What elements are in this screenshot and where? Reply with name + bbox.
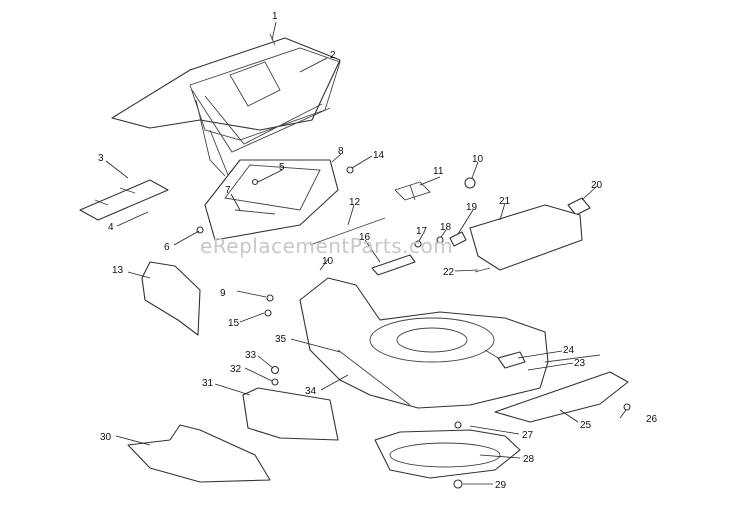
- callout-34: 34: [305, 386, 317, 397]
- clip-24: [497, 351, 526, 369]
- knob: [464, 177, 476, 189]
- callout-28: 28: [523, 454, 535, 465]
- watermark-text: eReplacementParts.com: [200, 234, 453, 258]
- grass-bag-frame: [111, 33, 341, 181]
- cover-panel: [469, 204, 583, 271]
- rear-flap: [127, 424, 271, 483]
- nut-27: [454, 421, 462, 429]
- callout-17: 17: [416, 226, 428, 237]
- callout-18: 18: [440, 222, 452, 233]
- clip-5: [251, 178, 259, 186]
- callout-33: 33: [245, 350, 257, 361]
- callout-2: 2: [330, 50, 336, 61]
- cap: [567, 197, 591, 216]
- callout-10-lower: 10: [322, 256, 334, 267]
- callout-1: 1: [272, 11, 278, 22]
- callout-6: 6: [164, 242, 170, 253]
- front-guard: [242, 387, 339, 441]
- callout-10-upper: 10: [472, 154, 484, 165]
- side-rail: [544, 354, 601, 363]
- callout-24: 24: [563, 345, 575, 356]
- pin-17: [414, 240, 422, 248]
- callout-27: 27: [522, 430, 534, 441]
- callout-9: 9: [220, 288, 226, 299]
- rear-door: [204, 159, 339, 241]
- washer-26: [623, 403, 631, 411]
- callout-25: 25: [580, 420, 592, 431]
- pin-22: [474, 267, 491, 273]
- callout-23: 23: [574, 358, 586, 369]
- callout-14: 14: [373, 150, 385, 161]
- callout-labels: 1 2 3 4 5 6 7 8 9 10 10 11 12 13 14 15 1…: [98, 11, 658, 491]
- spring: [394, 181, 431, 201]
- mower-deck: [299, 277, 549, 409]
- callout-7: 7: [225, 185, 231, 196]
- callout-22: 22: [443, 267, 455, 278]
- callout-8: 8: [338, 146, 344, 157]
- washer-14: [346, 166, 354, 174]
- callout-3: 3: [98, 153, 104, 164]
- blade-pan: [374, 429, 521, 479]
- side-skirt: [494, 371, 629, 423]
- callout-12: 12: [349, 197, 361, 208]
- callout-26: 26: [646, 414, 658, 425]
- callout-4: 4: [108, 222, 114, 233]
- callout-35: 35: [275, 334, 287, 345]
- callout-20: 20: [591, 180, 603, 191]
- bracket-part: [79, 179, 169, 221]
- bolt-29: [453, 479, 463, 489]
- callout-31: 31: [202, 378, 214, 389]
- callout-32: 32: [230, 364, 242, 375]
- callout-11: 11: [433, 166, 444, 177]
- callout-19: 19: [466, 202, 478, 213]
- callout-21: 21: [499, 196, 511, 207]
- callout-5: 5: [279, 162, 285, 173]
- callout-15: 15: [228, 318, 240, 329]
- nut-9: [266, 294, 274, 302]
- callout-13: 13: [112, 265, 124, 276]
- callout-30: 30: [100, 432, 112, 443]
- pin-18: [436, 236, 444, 244]
- discharge-chute: [141, 261, 201, 336]
- nut-15: [264, 309, 272, 317]
- nut-33: [270, 365, 280, 375]
- rod: [309, 217, 386, 246]
- bolt-6: [196, 226, 204, 234]
- leader-lines: [105, 21, 627, 485]
- latch: [371, 254, 416, 276]
- callout-16: 16: [359, 232, 371, 243]
- callout-29: 29: [495, 480, 507, 491]
- washer-32: [271, 378, 279, 386]
